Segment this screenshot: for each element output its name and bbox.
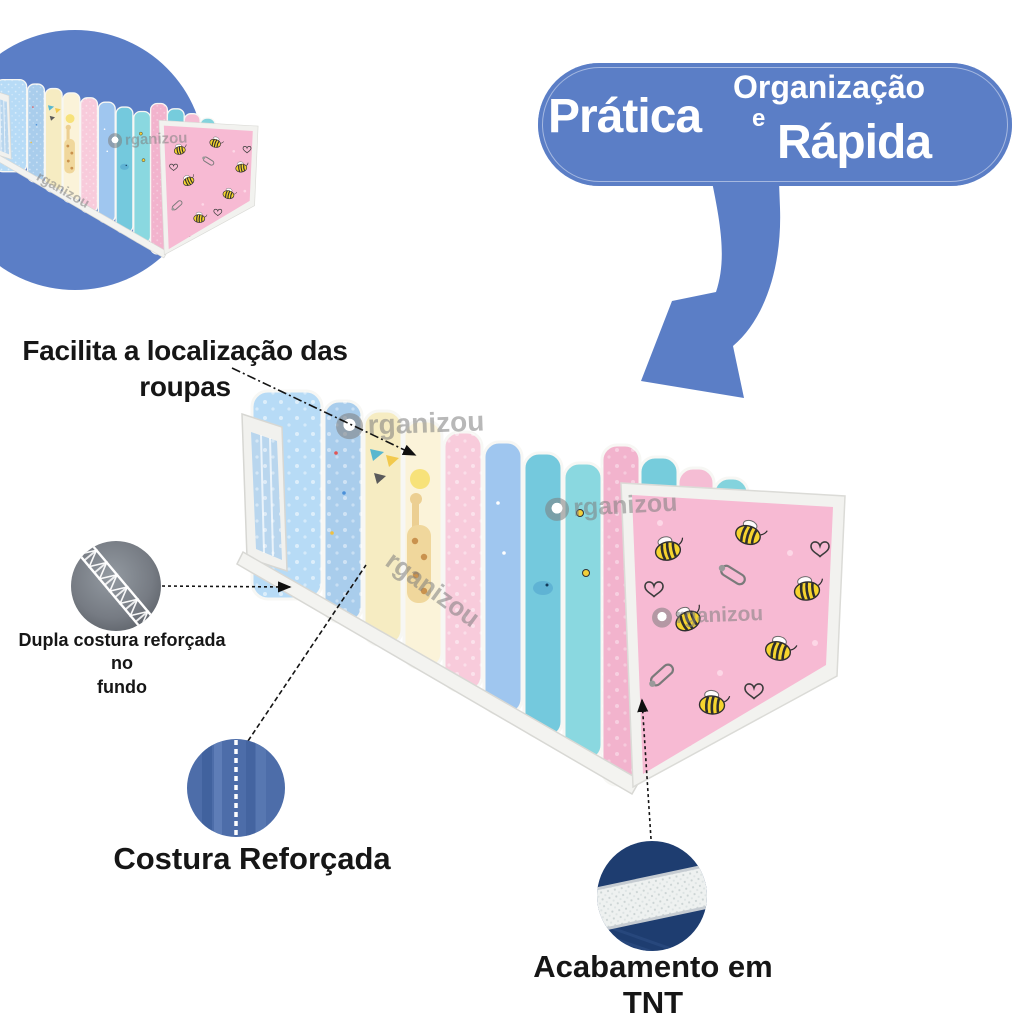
label-line: roupas bbox=[139, 370, 231, 402]
callout-photo-reinforced-seam bbox=[187, 739, 285, 837]
callout-photo-double-stitch bbox=[71, 541, 161, 631]
curved-arrow bbox=[641, 182, 781, 398]
product-photo-main bbox=[230, 383, 890, 803]
headline-word-pratica: Prática bbox=[548, 90, 702, 143]
label-line: fundo bbox=[97, 676, 147, 697]
label-dupla-costura: Dupla costura reforçada no fundo bbox=[6, 629, 238, 699]
product-photo-small bbox=[0, 76, 278, 262]
label-facilita-localizacao: Facilita a localização das roupas bbox=[8, 333, 362, 405]
label-costura-reforcada: Costura Reforçada bbox=[113, 841, 391, 876]
headline-word-organizacao: Organização bbox=[733, 69, 926, 105]
headline-word-rapida: Rápida bbox=[777, 116, 932, 169]
headline-bubble: Organização Prática e Rápida bbox=[538, 63, 1012, 186]
callout-photo-tnt-finish bbox=[597, 841, 707, 951]
headline-connector: e bbox=[752, 105, 766, 132]
label-line: Facilita a localização das bbox=[22, 335, 348, 366]
label-line: Dupla costura reforçada no bbox=[18, 630, 226, 674]
label-acabamento-tnt: Acabamento em TNT bbox=[533, 949, 773, 1020]
